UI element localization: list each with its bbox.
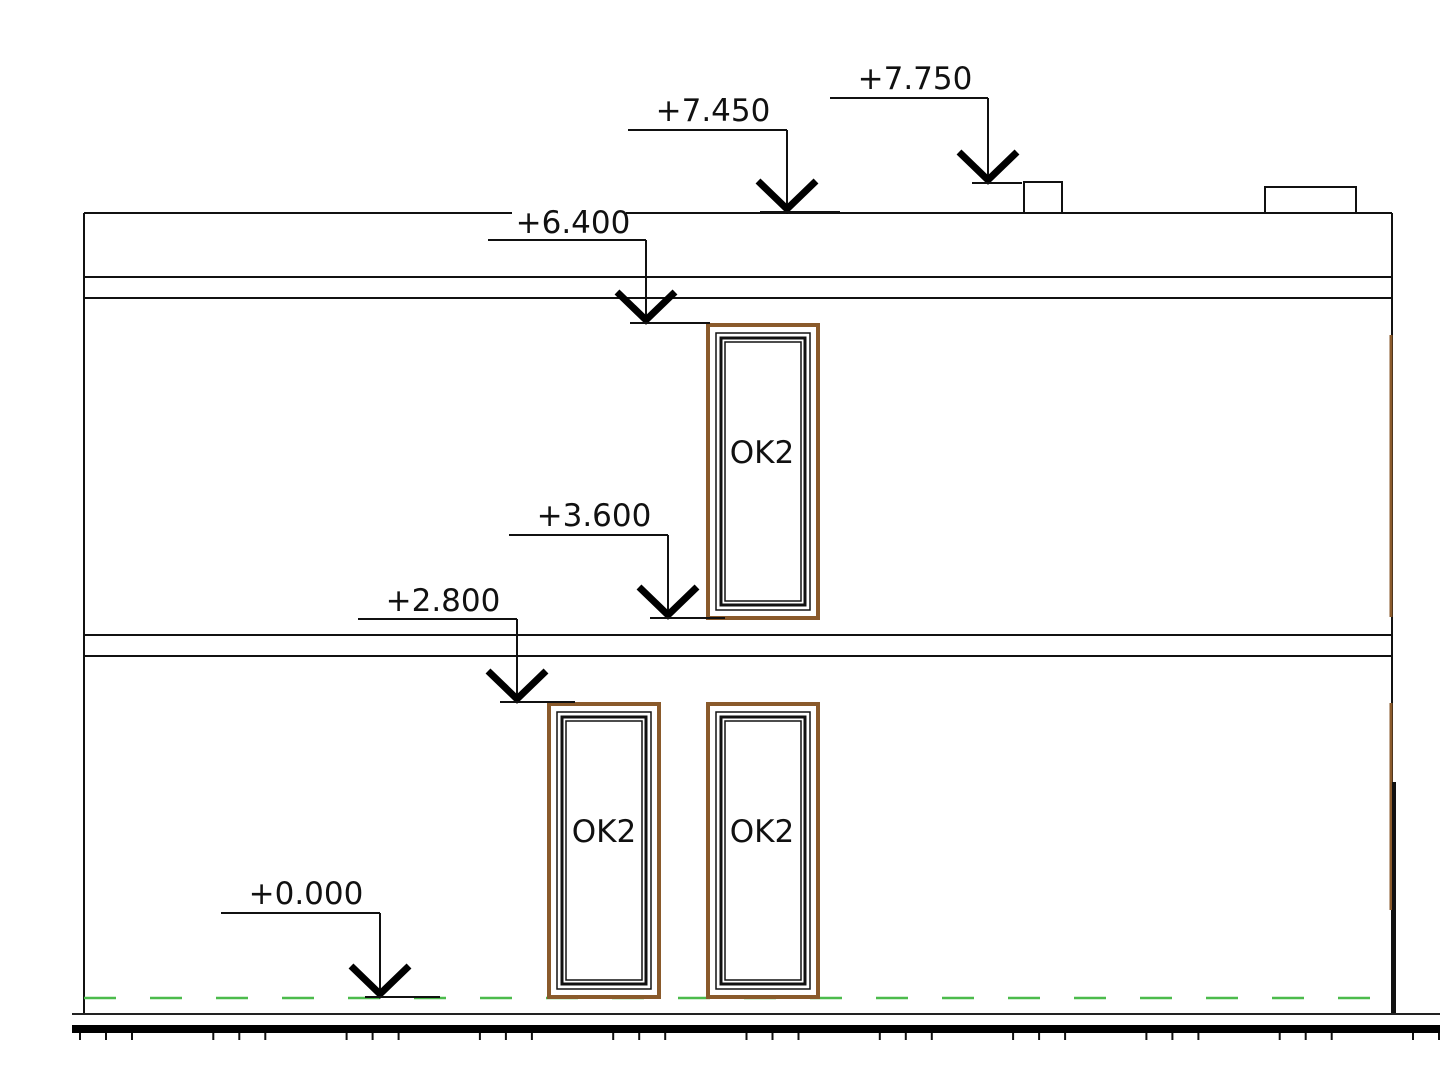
window-sash-outer <box>715 711 811 990</box>
roof-vent-small <box>1023 181 1063 214</box>
window-frame <box>706 323 820 620</box>
ground-ticks <box>79 1033 1440 1040</box>
window-tag: OK2 <box>572 814 636 850</box>
window-frame <box>547 702 661 999</box>
window-tag: OK2 <box>730 435 794 471</box>
window-sash <box>560 715 648 986</box>
window-frame <box>706 702 820 999</box>
level-arrow-icon <box>636 584 700 620</box>
level-marker <box>488 239 710 325</box>
level-arrow-icon <box>755 178 819 214</box>
right-edge-frames <box>1389 335 1396 1014</box>
level-marker <box>628 129 840 214</box>
ground-slab <box>72 1025 1440 1033</box>
level-arrow-icon <box>956 149 1020 185</box>
window-ground-left <box>547 702 661 999</box>
level-marker <box>221 912 440 999</box>
window-glass <box>724 720 802 981</box>
window-glass <box>724 341 802 602</box>
level-label-2800: +2.800 <box>386 583 501 619</box>
level-marker <box>358 618 575 704</box>
window-upper <box>706 323 820 620</box>
level-marker <box>509 534 725 620</box>
level-arrow-icon <box>348 963 412 999</box>
level-marker <box>830 97 1022 185</box>
window-sash-outer <box>556 711 652 990</box>
roof-vent-large <box>1264 186 1357 214</box>
level-label-7750: +7.750 <box>858 61 973 97</box>
window-tag: OK2 <box>730 814 794 850</box>
window-sash <box>719 336 807 607</box>
level-label-7450: +7.450 <box>656 93 771 129</box>
level-label-3600: +3.600 <box>537 498 652 534</box>
window-ground-right <box>706 702 820 999</box>
level-arrow-icon <box>485 668 549 704</box>
level-label-6400: +6.400 <box>516 205 631 241</box>
window-glass <box>565 720 643 981</box>
window-sash-outer <box>715 332 811 611</box>
level-label-0000: +0.000 <box>249 876 364 912</box>
window-sash <box>719 715 807 986</box>
level-arrow-icon <box>614 289 678 325</box>
